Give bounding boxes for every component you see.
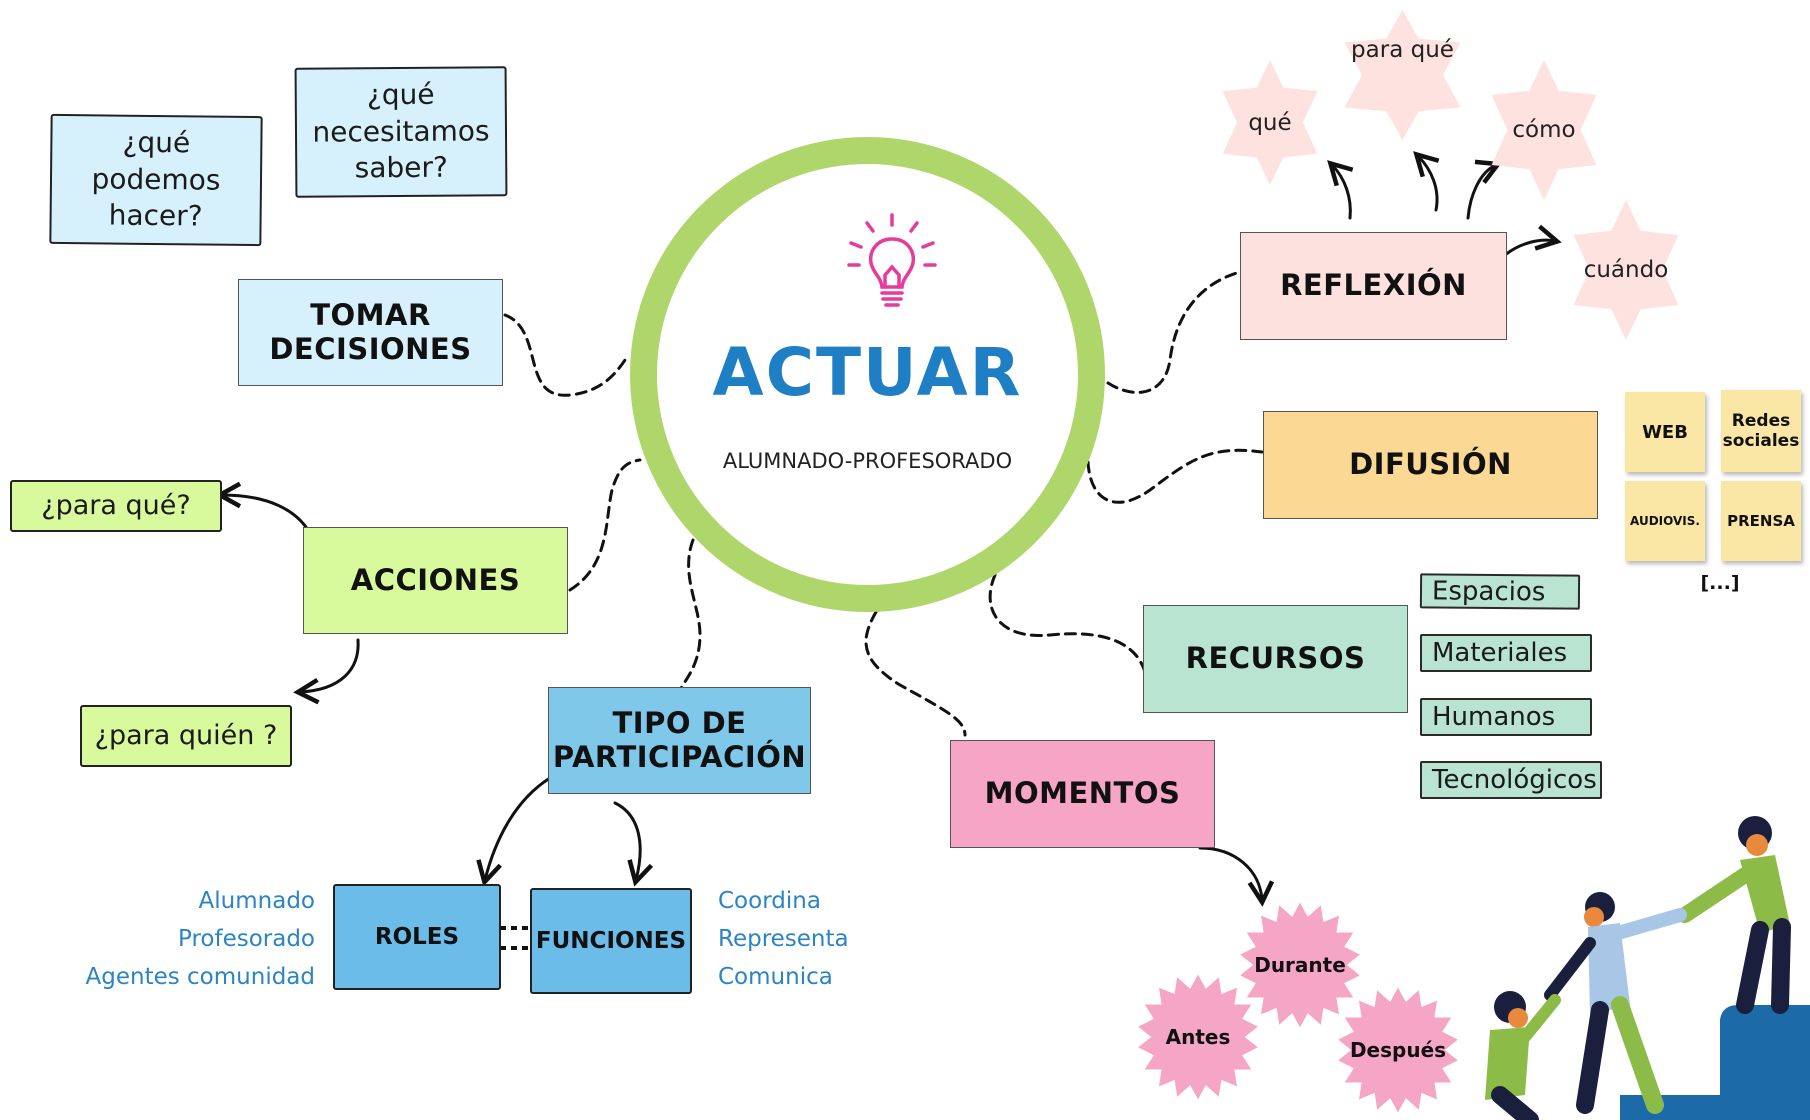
- star-para-que-label: para qué: [1351, 37, 1454, 63]
- roles-list: Alumnado Profesorado Agentes comunidad: [40, 882, 315, 996]
- branch-acciones-label: ACCIONES: [350, 562, 521, 597]
- star-shape: [1222, 60, 1318, 185]
- recurso-materiales-label: Materiales: [1432, 638, 1568, 668]
- question-para-quien: ¿para quién ?: [80, 705, 292, 767]
- arrow-durante: [1198, 846, 1262, 900]
- branch-momentos-label: MOMENTOS: [984, 776, 1181, 811]
- branch-reflexion: REFLEXIÓN: [1240, 232, 1507, 340]
- seal-shape: [1240, 902, 1360, 1028]
- seal-durante: Durante: [1235, 900, 1365, 1030]
- note-redes: Redes sociales: [1721, 390, 1801, 472]
- funciones-item: Representa: [718, 926, 849, 952]
- branch-momentos: MOMENTOS: [950, 740, 1215, 848]
- roles-item: Profesorado: [177, 926, 315, 952]
- branch-difusion: DIFUSIÓN: [1263, 411, 1598, 519]
- recurso-humanos-label: Humanos: [1432, 702, 1556, 732]
- seal-despues: Después: [1333, 985, 1463, 1115]
- arrow-para-quien: [300, 638, 360, 692]
- note-prensa: PRENSA: [1721, 481, 1801, 561]
- question-que-necesitamos-text: ¿qué necesitamos saber?: [312, 78, 490, 185]
- arrow-funciones: [613, 801, 640, 880]
- seal-shape: [1338, 987, 1458, 1113]
- recurso-espacios: Espacios: [1419, 573, 1581, 610]
- seal-shape: [1138, 974, 1258, 1100]
- note-web-label: WEB: [1642, 421, 1688, 443]
- note-redes-label: Redes sociales: [1722, 411, 1800, 451]
- recurso-materiales: Materiales: [1420, 634, 1592, 672]
- star-cuando-label: cuándo: [1583, 257, 1669, 283]
- person-bottom: [1485, 991, 1561, 1120]
- star-shape: [1344, 10, 1461, 140]
- question-para-quien-text: ¿para quién ?: [94, 720, 278, 752]
- roles-box: ROLES: [333, 884, 501, 990]
- star-cuando: cuándo: [1565, 200, 1687, 340]
- people-climbing-illustration: [1485, 816, 1810, 1120]
- person-middle: [1544, 892, 1687, 1114]
- question-que-podemos: ¿qué podemos hacer?: [49, 113, 263, 247]
- connector-tomar: [503, 313, 627, 397]
- star-para-que: para qué: [1335, 10, 1470, 140]
- branch-tomar-decisiones: TOMAR DECISIONES: [238, 279, 503, 386]
- funciones-list: Coordina Representa Comunica: [718, 882, 918, 996]
- arrow-para-que-star: [1418, 156, 1437, 212]
- connector-difusion: [1086, 448, 1264, 504]
- connector-acciones: [568, 458, 642, 592]
- branch-tipo-participacion: TIPO DE PARTICIPACIÓN: [548, 687, 811, 794]
- arrow-que: [1332, 165, 1350, 220]
- star-como: cómo: [1483, 60, 1605, 200]
- funciones-item: Coordina: [718, 888, 821, 914]
- branch-acciones: ACCIONES: [303, 527, 568, 634]
- arrow-roles: [485, 776, 552, 880]
- star-shape: [1573, 200, 1679, 340]
- funciones-box: FUNCIONES: [530, 888, 692, 994]
- question-para-que: ¿para qué?: [10, 480, 222, 532]
- lightbulb-icon: [847, 213, 937, 307]
- roles-item: Alumnado: [198, 888, 315, 914]
- central-node: ACTUAR ALUMNADO-PROFESORADO: [630, 137, 1105, 612]
- central-subtitle: ALUMNADO-PROFESORADO: [722, 449, 1013, 473]
- funciones-label: FUNCIONES: [535, 928, 687, 954]
- connector-tipo: [678, 538, 702, 692]
- note-web: WEB: [1625, 392, 1705, 472]
- connector-momentos: [864, 610, 967, 737]
- star-que-label: qué: [1248, 109, 1292, 136]
- seal-antes: Antes: [1133, 972, 1263, 1102]
- branch-reflexion-label: REFLEXIÓN: [1280, 268, 1467, 303]
- seal-durante-label: Durante: [1254, 953, 1346, 977]
- roles-label: ROLES: [374, 924, 460, 950]
- recurso-espacios-label: Espacios: [1431, 575, 1546, 607]
- question-para-que-text: ¿para qué?: [41, 490, 191, 522]
- roles-item: Agentes comunidad: [85, 964, 315, 990]
- branch-difusion-label: DIFUSIÓN: [1349, 447, 1512, 482]
- seal-antes-label: Antes: [1165, 1025, 1231, 1049]
- question-que-podemos-text: ¿qué podemos hacer?: [91, 126, 221, 233]
- arrow-para-que: [222, 495, 310, 532]
- difusion-more: [...]: [1700, 572, 1740, 594]
- question-que-necesitamos: ¿qué necesitamos saber?: [294, 66, 508, 198]
- recurso-tecnologicos-label: Tecnológicos: [1432, 765, 1597, 795]
- arrow-cuando: [1503, 240, 1555, 257]
- star-como-label: cómo: [1512, 117, 1576, 143]
- note-prensa-label: PRENSA: [1727, 512, 1795, 530]
- funciones-item: Comunica: [718, 964, 833, 990]
- branch-recursos: RECURSOS: [1143, 605, 1408, 713]
- central-title: ACTUAR: [712, 334, 1023, 411]
- recurso-humanos: Humanos: [1420, 698, 1592, 736]
- connector-reflexion: [1106, 270, 1242, 394]
- person-top: [1677, 816, 1791, 1014]
- seal-despues-label: Después: [1349, 1038, 1447, 1062]
- connector-recursos: [988, 573, 1147, 674]
- note-audiovis-label: AUDIOVIS.: [1630, 514, 1700, 528]
- recurso-tecnologicos: Tecnológicos: [1420, 761, 1602, 799]
- note-audiovis: AUDIOVIS.: [1625, 481, 1705, 561]
- star-shape: [1491, 60, 1597, 200]
- branch-tipo-participacion-label: TIPO DE PARTICIPACIÓN: [552, 706, 807, 774]
- branch-recursos-label: RECURSOS: [1185, 641, 1366, 676]
- star-que: qué: [1215, 60, 1325, 185]
- branch-tomar-decisiones-label: TOMAR DECISIONES: [269, 298, 472, 366]
